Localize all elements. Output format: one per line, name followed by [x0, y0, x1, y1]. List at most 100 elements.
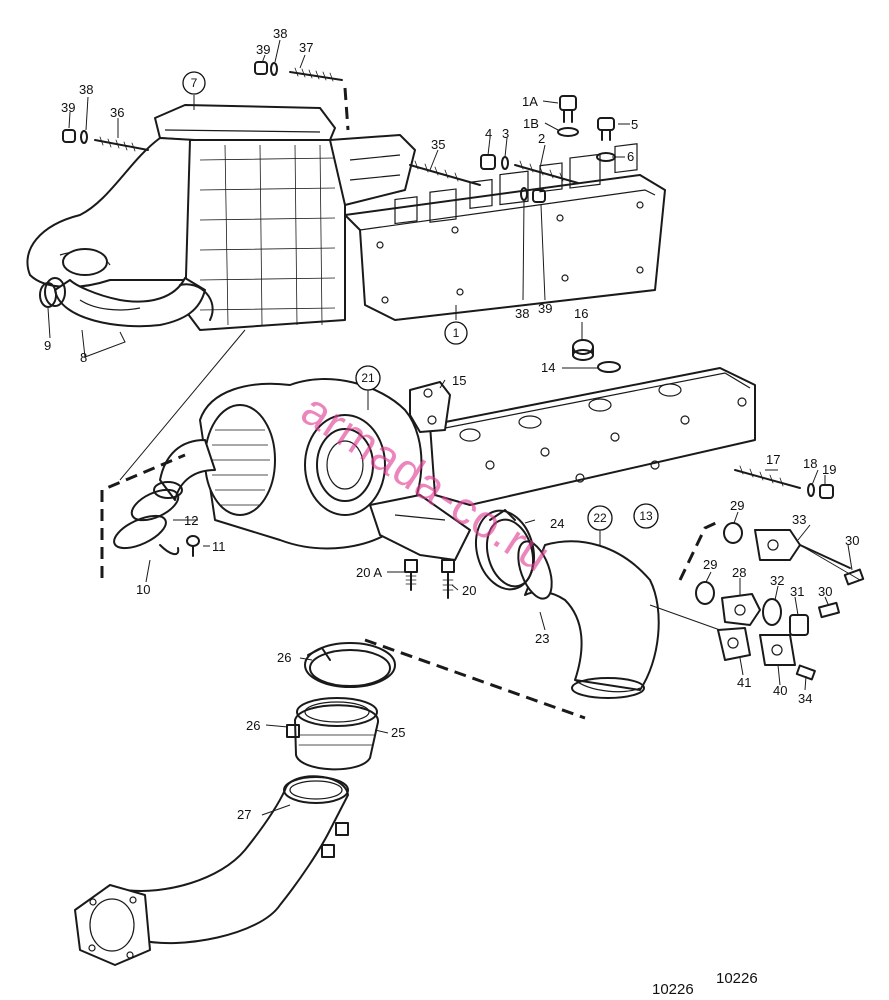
callout-13-text: 13: [639, 509, 653, 523]
bracket-15: [409, 381, 451, 433]
washer-14: [597, 361, 621, 373]
callout-7-text: 7: [191, 76, 198, 90]
label-20A: 20 A: [356, 565, 382, 580]
callout-7: 7: [182, 71, 206, 95]
label-1A: 1A: [522, 94, 538, 109]
label-18: 18: [803, 456, 817, 471]
turbocharger: [113, 378, 471, 599]
washer-1B: [557, 127, 579, 137]
label-16: 16: [574, 306, 588, 321]
plug-1A: [559, 95, 577, 123]
bolt-34: [795, 664, 816, 681]
plug-5: [597, 117, 615, 141]
label-29: 29: [730, 498, 744, 513]
outlet-elbow: [475, 509, 660, 699]
label-8: 8: [80, 350, 87, 365]
label-11: 11: [212, 539, 226, 554]
flange-33: [754, 529, 851, 569]
gasket-29-upper: [723, 522, 743, 544]
clamp-26-upper: [304, 642, 396, 688]
flange-40: [759, 634, 796, 666]
flange-28: [721, 593, 761, 626]
callout-1: 1: [444, 321, 468, 345]
exhaust-manifold-flange: [344, 143, 666, 321]
exhaust-manifold: [409, 339, 834, 506]
label-19: 19: [822, 462, 836, 477]
label-40: 40: [773, 683, 787, 698]
bolt-30-upper: [843, 568, 865, 586]
connector-25: [286, 697, 380, 771]
label-2: 2: [538, 131, 545, 146]
label-28: 28: [732, 565, 746, 580]
label-23: 23: [535, 631, 549, 646]
callout-21: 21: [355, 365, 381, 391]
washer-38-top: [270, 62, 278, 76]
label-39: 39: [538, 301, 552, 316]
label-6: 6: [627, 149, 634, 164]
charge-air-cooler-housing: [26, 104, 416, 331]
gasket-29-lower: [695, 581, 715, 605]
label-38: 38: [273, 26, 287, 41]
label-37: 37: [299, 40, 313, 55]
label-39: 39: [61, 100, 75, 115]
washer-3: [501, 156, 509, 170]
flange-41: [717, 627, 751, 661]
label-31: 31: [790, 584, 804, 599]
fitting-11: [186, 535, 200, 557]
sensor-20A: [404, 559, 418, 591]
plug-16: [572, 339, 594, 361]
label-20: 20: [462, 583, 476, 598]
ring-32: [762, 598, 782, 626]
label-15: 15: [452, 373, 466, 388]
stud-17: [734, 465, 801, 489]
callout-13: 13: [633, 503, 659, 529]
label-38: 38: [515, 306, 529, 321]
exhaust-pipe-27: [74, 775, 349, 966]
label-25: 25: [391, 725, 405, 740]
drawing-number-footer: 10226: [652, 981, 694, 998]
label-26: 26: [246, 718, 260, 733]
label-24: 24: [550, 516, 564, 531]
callout-1-text: 1: [453, 326, 460, 340]
label-12: 12: [184, 513, 198, 528]
stud-37: [289, 67, 343, 82]
drawing-number: 10226: [716, 970, 758, 987]
cooler-grid: [199, 144, 336, 326]
label-33: 33: [792, 512, 806, 527]
label-14: 14: [541, 360, 555, 375]
label-38: 38: [79, 82, 93, 97]
nut-19: [819, 484, 834, 499]
label-26: 26: [277, 650, 291, 665]
label-41: 41: [737, 675, 751, 690]
label-9: 9: [44, 338, 51, 353]
label-30: 30: [845, 533, 859, 548]
nut-39-left: [62, 129, 76, 143]
nut-39-mid: [532, 189, 546, 203]
label-30: 30: [818, 584, 832, 599]
label-5: 5: [631, 117, 638, 132]
bracket-31: [789, 614, 809, 636]
label-36: 36: [110, 105, 124, 120]
label-4: 4: [485, 126, 492, 141]
label-17: 17: [766, 452, 780, 467]
label-1B: 1B: [523, 116, 539, 131]
bolt-30-lower: [818, 601, 840, 619]
label-35: 35: [431, 137, 445, 152]
stud-2: [514, 160, 579, 184]
leader-lines: [47, 39, 853, 816]
washer-18: [807, 483, 815, 497]
callout-22-text: 22: [593, 511, 607, 525]
label-3: 3: [502, 126, 509, 141]
label-34: 34: [798, 691, 812, 706]
sensor-20: [441, 559, 455, 599]
label-29: 29: [703, 557, 717, 572]
part-labels: 38 39 37 38 39 36 35 4 3 2 1A 1B 5 6 38 …: [44, 26, 859, 822]
washer-38-left: [80, 130, 88, 144]
label-27: 27: [237, 807, 251, 822]
nut-4: [480, 154, 496, 170]
callout-21-text: 21: [361, 371, 375, 385]
label-10: 10: [136, 582, 150, 597]
stud-36: [94, 136, 149, 152]
stud-35: [409, 160, 481, 186]
